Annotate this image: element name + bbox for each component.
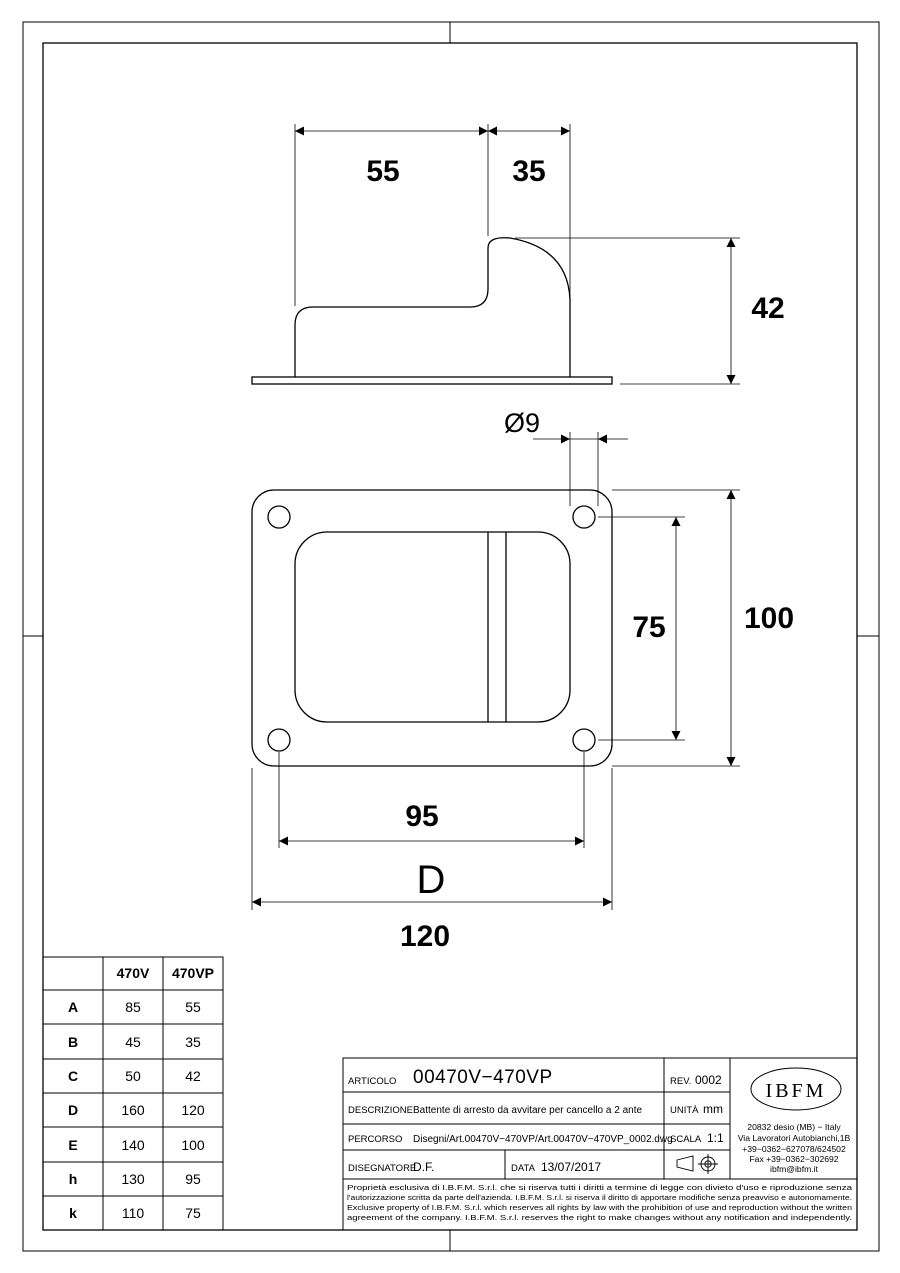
legal-notice-line: Exclusive property of I.B.F.M. S.r.l. wh… bbox=[347, 1203, 852, 1212]
variant-table: 470V 470VP A 85 55 B 45 35 C 50 42 D 160… bbox=[42, 956, 224, 1231]
table-row-key: h bbox=[69, 1171, 78, 1187]
table-cell: 85 bbox=[125, 999, 141, 1015]
company-logo-icon bbox=[750, 1067, 842, 1111]
table-cell: 130 bbox=[121, 1171, 145, 1187]
table-cell: 42 bbox=[185, 1068, 201, 1084]
table-row-key: D bbox=[68, 1102, 78, 1118]
dim-top-95: 95 bbox=[405, 800, 438, 833]
unita-value: mm bbox=[703, 1102, 723, 1116]
dim-side-55: 55 bbox=[366, 155, 399, 188]
table-row-key: A bbox=[68, 999, 78, 1015]
percorso-label: PERCORSO bbox=[348, 1134, 402, 1145]
address-line: 20832 desio (MB) − Italy bbox=[747, 1122, 841, 1132]
table-cell: 95 bbox=[185, 1171, 201, 1187]
dim-top-75: 75 bbox=[632, 611, 665, 644]
articolo-label: ARTICOLO bbox=[348, 1076, 396, 1087]
dim-top-120: 120 bbox=[400, 920, 450, 953]
table-cell: 45 bbox=[125, 1034, 141, 1050]
table-header-470v: 470V bbox=[117, 965, 150, 981]
descrizione-label: DESCRIZIONE bbox=[348, 1105, 413, 1116]
table-row-key: E bbox=[68, 1137, 77, 1153]
side-dimension-lines bbox=[294, 124, 740, 385]
top-view bbox=[251, 489, 613, 767]
table-cell: 160 bbox=[121, 1102, 145, 1118]
table-row-key: B bbox=[68, 1034, 78, 1050]
projection-symbol-icon bbox=[676, 1154, 718, 1174]
data-value: 13/07/2017 bbox=[541, 1160, 601, 1174]
dim-label-d: D bbox=[417, 858, 446, 902]
disegnatore-value: D.F. bbox=[413, 1160, 434, 1174]
dim-top-100: 100 bbox=[744, 602, 794, 635]
table-header-470vp: 470VP bbox=[172, 965, 214, 981]
rev-label: REV. bbox=[670, 1076, 691, 1087]
table-cell: 50 bbox=[125, 1068, 141, 1084]
scala-label: SCALA bbox=[670, 1134, 702, 1145]
dim-side-35: 35 bbox=[512, 155, 545, 188]
rev-value: 0002 bbox=[695, 1073, 722, 1087]
legal-notice-line: l'autorizzazione scritta da parte dell'a… bbox=[347, 1193, 852, 1202]
mount-hole-bottom-left bbox=[267, 728, 291, 752]
mount-hole-bottom-right bbox=[572, 728, 596, 752]
table-cell: 140 bbox=[121, 1137, 145, 1153]
unita-label: UNITÀ bbox=[670, 1105, 699, 1116]
table-cell: 55 bbox=[185, 999, 201, 1015]
percorso-value: Disegni/Art.00470V−470VP/Art.00470V−470V… bbox=[413, 1134, 673, 1145]
top-dimension-lines bbox=[251, 432, 740, 910]
mount-hole-top-right bbox=[572, 505, 596, 529]
address-line: Via Lavoratori Autobianchi,1B bbox=[738, 1133, 851, 1143]
table-cell: 100 bbox=[181, 1137, 205, 1153]
scala-value: 1:1 bbox=[707, 1131, 724, 1145]
table-cell: 75 bbox=[185, 1205, 201, 1221]
legal-notice-line: agreement of the company. I.B.F.M. S.r.l… bbox=[347, 1213, 852, 1222]
legal-notice-line: Proprietà esclusiva di I.B.F.M. S.r.l. c… bbox=[347, 1183, 853, 1192]
table-cell: 120 bbox=[181, 1102, 205, 1118]
side-view bbox=[251, 237, 613, 385]
dim-hole-diameter: Ø9 bbox=[504, 408, 540, 438]
disegnatore-label: DISEGNATORE bbox=[348, 1163, 416, 1174]
dim-side-42: 42 bbox=[751, 292, 784, 325]
address-line: ibfm@ibfm.it bbox=[770, 1164, 818, 1174]
title-block: ARTICOLO 00470V−470VP REV. 0002 DESCRIZI… bbox=[342, 1057, 858, 1231]
table-row-key: k bbox=[69, 1205, 77, 1221]
mount-hole-top-left bbox=[267, 505, 291, 529]
address-line: +39−0362−627078/624502 bbox=[742, 1144, 846, 1154]
table-cell: 110 bbox=[122, 1205, 145, 1221]
data-label: DATA bbox=[511, 1163, 536, 1174]
table-cell: 35 bbox=[185, 1034, 201, 1050]
articolo-value: 00470V−470VP bbox=[413, 1067, 553, 1088]
descrizione-value: Battente di arresto da avvitare per canc… bbox=[413, 1105, 642, 1116]
table-row-key: C bbox=[68, 1068, 78, 1084]
company-logo: IBFM bbox=[766, 1080, 827, 1102]
address-line: Fax +39−0362−302692 bbox=[749, 1154, 838, 1164]
